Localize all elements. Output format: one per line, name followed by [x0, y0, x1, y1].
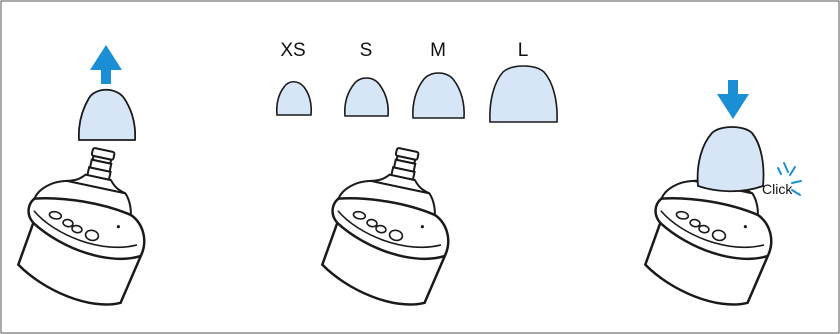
size-label-l: L — [518, 40, 529, 61]
ear-tip-xs — [275, 80, 313, 116]
step-remove-tip — [10, 45, 163, 313]
ear-tip-m — [412, 72, 465, 119]
removed-ear-tip — [77, 88, 137, 141]
ear-tip-s — [344, 77, 389, 117]
size-label-xs: XS — [280, 40, 305, 61]
size-label-m: M — [430, 40, 446, 61]
click-sparkle-icon — [777, 162, 802, 196]
size-label-s: S — [360, 40, 373, 61]
click-label: Click — [762, 181, 793, 197]
ear-tip-l — [489, 65, 558, 123]
arrow-down-icon — [717, 80, 749, 119]
step-choose-size: XS S M L — [275, 40, 558, 313]
arrow-up-icon — [90, 45, 122, 84]
step-attach-tip: Click — [637, 80, 802, 313]
attached-ear-tip — [696, 126, 765, 193]
